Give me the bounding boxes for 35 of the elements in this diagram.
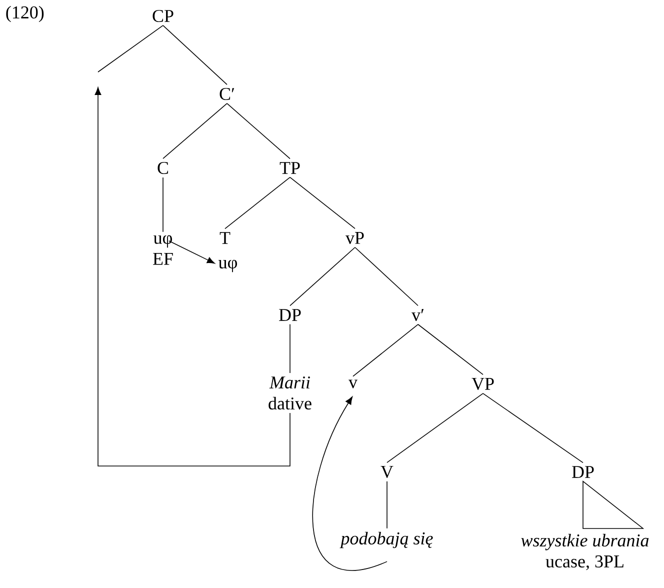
tree-label: DP: [572, 466, 594, 478]
tree-branch: [418, 324, 484, 375]
tree-label: Marii dative: [268, 376, 312, 410]
tree-branch: [386, 481, 388, 529]
tree-label: TP: [280, 162, 300, 174]
movement-arrow: [312, 396, 388, 571]
tree-branch: [290, 246, 356, 306]
tree-label: V: [380, 466, 394, 478]
tree-branch: [354, 246, 418, 306]
tree-branch: [226, 103, 290, 160]
tree-label: uφ EF: [153, 235, 173, 265]
tree-branch: [162, 103, 228, 159]
tree-label: CP: [152, 10, 174, 22]
tree-branch: [386, 393, 484, 463]
tree-branch: [482, 393, 584, 464]
tree-label: wszystkie ubrania ucase, 3PL: [521, 534, 649, 570]
tree-branch: [352, 324, 418, 377]
tree-label: uφ: [218, 260, 237, 272]
tree-branch: [162, 25, 228, 85]
tree-branch: [224, 176, 290, 230]
tree-branch: [162, 177, 164, 232]
tree-label: v: [348, 380, 358, 388]
movement-arrow: [94, 87, 290, 466]
tree-label: C′: [220, 88, 234, 100]
agree-arrow: [168, 240, 215, 264]
tree-branch: [290, 176, 356, 230]
tree-label: vP: [346, 232, 364, 244]
tree-branch: [98, 25, 164, 72]
tree-label: podobają się: [340, 532, 433, 548]
tree-label: C: [158, 162, 168, 174]
tree-label: VP: [472, 378, 494, 390]
example-number: (120): [6, 6, 44, 22]
tree-label: v′: [412, 309, 424, 321]
tree-label: DP: [279, 309, 301, 321]
tree-label: T: [220, 232, 230, 244]
